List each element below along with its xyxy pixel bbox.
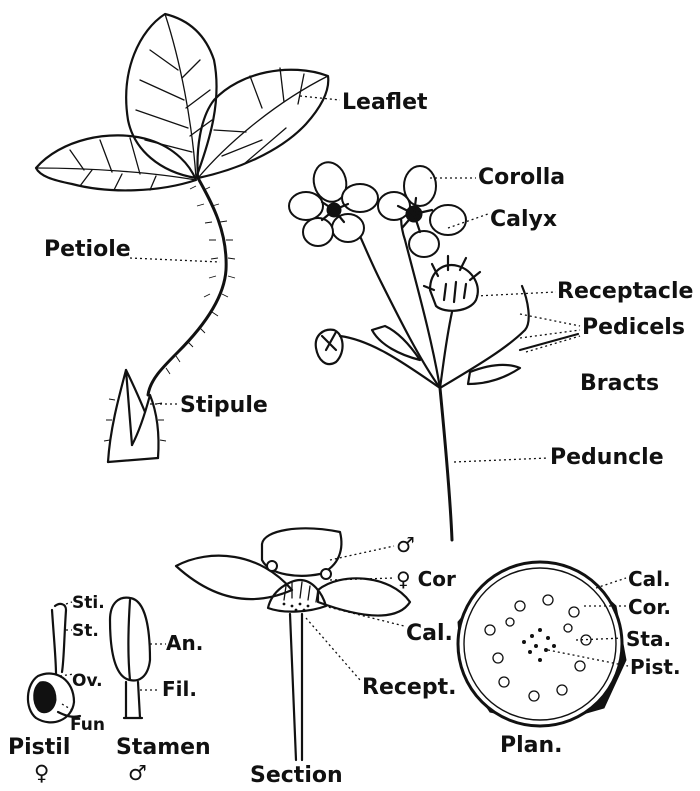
plan-drawing <box>458 562 626 726</box>
label-plan-cal: Cal. <box>628 567 671 591</box>
caption-pistil-symbol: ♀ <box>34 761 49 785</box>
label-stipule: Stipule <box>180 393 268 418</box>
caption-plan: Plan. <box>500 733 563 758</box>
label-corolla: Corolla <box>478 165 565 190</box>
label-cal-section: Cal. <box>406 621 453 646</box>
label-fun: Fun <box>70 715 105 735</box>
label-ov: Ov. <box>72 671 103 691</box>
caption-stamen: Stamen <box>116 735 211 760</box>
caption-section: Section <box>250 763 343 788</box>
label-fil: Fil. <box>162 677 197 701</box>
label-cor: ♀ Cor <box>396 567 456 591</box>
label-plan-cor: Cor. <box>628 595 671 619</box>
caption-pistil: Pistil <box>8 735 70 760</box>
caption-stamen-symbol: ♂ <box>128 761 147 785</box>
label-recept: Recept. <box>362 675 456 700</box>
label-bracts: Bracts <box>580 371 659 396</box>
label-pedicels: Pedicels <box>582 315 685 340</box>
label-sti: Sti. <box>72 593 105 613</box>
label-an: An. <box>166 631 203 655</box>
label-plan-pist: Pist. <box>630 655 681 679</box>
stamen-drawing <box>110 598 150 718</box>
label-male-symbol: ♂ <box>396 533 415 557</box>
label-calyx: Calyx <box>490 207 557 232</box>
label-st: St. <box>72 621 99 641</box>
section-drawing <box>176 528 410 760</box>
label-peduncle: Peduncle <box>550 445 664 470</box>
label-plan-sta: Sta. <box>626 627 671 651</box>
label-receptacle: Receptacle <box>557 279 693 304</box>
label-leaflet: Leaflet <box>342 90 428 115</box>
label-petiole: Petiole <box>44 237 131 262</box>
